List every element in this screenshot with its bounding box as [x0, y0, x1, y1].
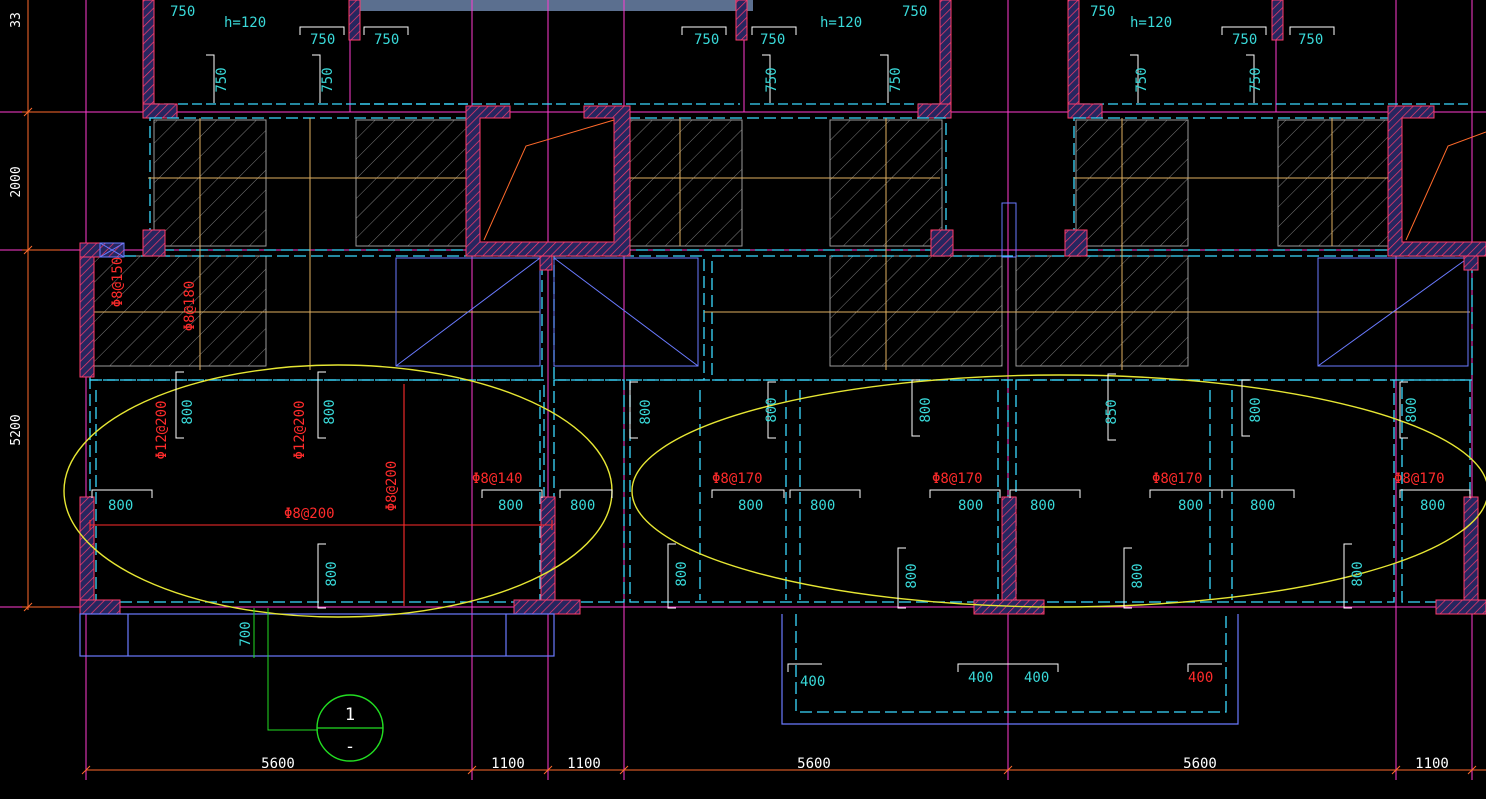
rebar-label: Φ8@200	[384, 461, 400, 512]
lower-rebar-lines	[89, 384, 553, 606]
top-dim-750: 750	[170, 4, 195, 20]
slab-dim: 800	[904, 563, 920, 588]
rebar-label: Φ8@170	[932, 471, 983, 487]
left-dimension-strip	[22, 0, 60, 612]
slab-dim: 800	[918, 397, 934, 422]
rebar-label: Φ8@170	[712, 471, 763, 487]
bay-dim: 400	[800, 674, 825, 690]
rebar-label: Φ8@170	[1152, 471, 1203, 487]
slab-dim: 800	[324, 561, 340, 586]
rebar-label: Φ8@150	[110, 257, 126, 308]
bottom-dim: 1100	[567, 756, 601, 772]
stair-boxes	[395, 257, 1469, 367]
middle-band-rebar-lines	[90, 118, 1470, 370]
grid-lines	[0, 0, 1486, 780]
bottom-dim: 1100	[1415, 756, 1449, 772]
top-dim-brackets	[206, 26, 1335, 103]
slab-dim: 800	[322, 399, 338, 424]
highlight-ellipse-right[interactable]	[631, 374, 1486, 608]
top-dim-750: 750	[1090, 4, 1115, 20]
middle-band-cyan-lines	[89, 117, 1473, 381]
top-dim-750: 750	[1232, 32, 1257, 48]
section-leader	[253, 608, 318, 731]
slab-dim: 800	[108, 498, 133, 514]
top-walls	[142, 0, 1284, 119]
top-dim-750: 750	[760, 32, 785, 48]
top-h120: h=120	[224, 15, 266, 31]
top-dim-750: 750	[888, 67, 904, 92]
slab-dim: 800	[738, 498, 763, 514]
slab-dim: 800	[1030, 498, 1055, 514]
slab-dim: 800	[1178, 498, 1203, 514]
shaft-walls	[142, 105, 1486, 271]
rebar-label: Φ8@180	[182, 281, 198, 332]
bay-outlines	[79, 613, 1239, 725]
top-dim-750: 750	[1248, 67, 1264, 92]
top-dim-750: 750	[694, 32, 719, 48]
slab-dim: 800	[764, 397, 780, 422]
bay-dim-highlight: 400	[1188, 670, 1213, 686]
slab-dim: 800	[1130, 563, 1146, 588]
slab-dim: 800	[1420, 498, 1445, 514]
slab-dim: 800	[958, 498, 983, 514]
bottom-dimension-line	[81, 765, 1486, 775]
left-dim-top: 33	[9, 12, 24, 28]
section-sheet: -	[345, 737, 355, 757]
bottom-dim: 1100	[491, 756, 525, 772]
chimney-notch	[1001, 202, 1017, 258]
left-dim-5200: 5200	[9, 414, 24, 445]
rebar-label: Φ12@200	[292, 400, 308, 459]
slab-dim: 800	[1248, 397, 1264, 422]
top-dim-750: 750	[1134, 67, 1150, 92]
slab-dim: 800	[1404, 397, 1420, 422]
top-dim-750: 750	[902, 4, 927, 20]
rebar-label: Φ8@200	[284, 506, 335, 522]
slab-dim-700: 700	[238, 621, 254, 646]
bottom-dim: 5600	[797, 756, 831, 772]
bay-cyan	[795, 614, 1227, 713]
bay-dim: 400	[1024, 670, 1049, 686]
section-marker[interactable]: 1 -	[316, 694, 384, 762]
rebar-label: Φ8@140	[472, 471, 523, 487]
bay-dim: 400	[968, 670, 993, 686]
top-dim-750: 750	[764, 67, 780, 92]
rebar-label: Φ12@200	[154, 400, 170, 459]
slab-dim: 850	[1104, 399, 1120, 424]
top-h120: h=120	[820, 15, 862, 31]
slab-dim: 800	[1350, 561, 1366, 586]
slab-dim: 800	[498, 498, 523, 514]
top-dim-750: 750	[310, 32, 335, 48]
section-number: 1	[345, 705, 355, 725]
top-dim-750: 750	[320, 67, 336, 92]
slab-dim: 800	[674, 561, 690, 586]
slab-dim: 800	[180, 399, 196, 424]
top-h120: h=120	[1130, 15, 1172, 31]
title-banner	[355, 0, 753, 11]
top-dim-750: 750	[214, 67, 230, 92]
left-walls	[79, 242, 125, 378]
shaft-diagonals	[483, 119, 1486, 241]
rebar-label: Φ8@170	[1394, 471, 1445, 487]
slab-dim: 800	[1250, 498, 1275, 514]
top-dim-750: 750	[1298, 32, 1323, 48]
bottom-dim: 5600	[261, 756, 295, 772]
bottom-dim: 5600	[1183, 756, 1217, 772]
lower-dim-brackets	[91, 371, 1471, 672]
top-dim-750: 750	[374, 32, 399, 48]
slab-dim: 800	[638, 399, 654, 424]
slab-dim: 800	[810, 498, 835, 514]
middle-band-slabs	[93, 119, 1391, 367]
lower-walls	[79, 496, 1486, 615]
slab-dim: 800	[570, 498, 595, 514]
left-dim-2000: 2000	[9, 166, 24, 197]
